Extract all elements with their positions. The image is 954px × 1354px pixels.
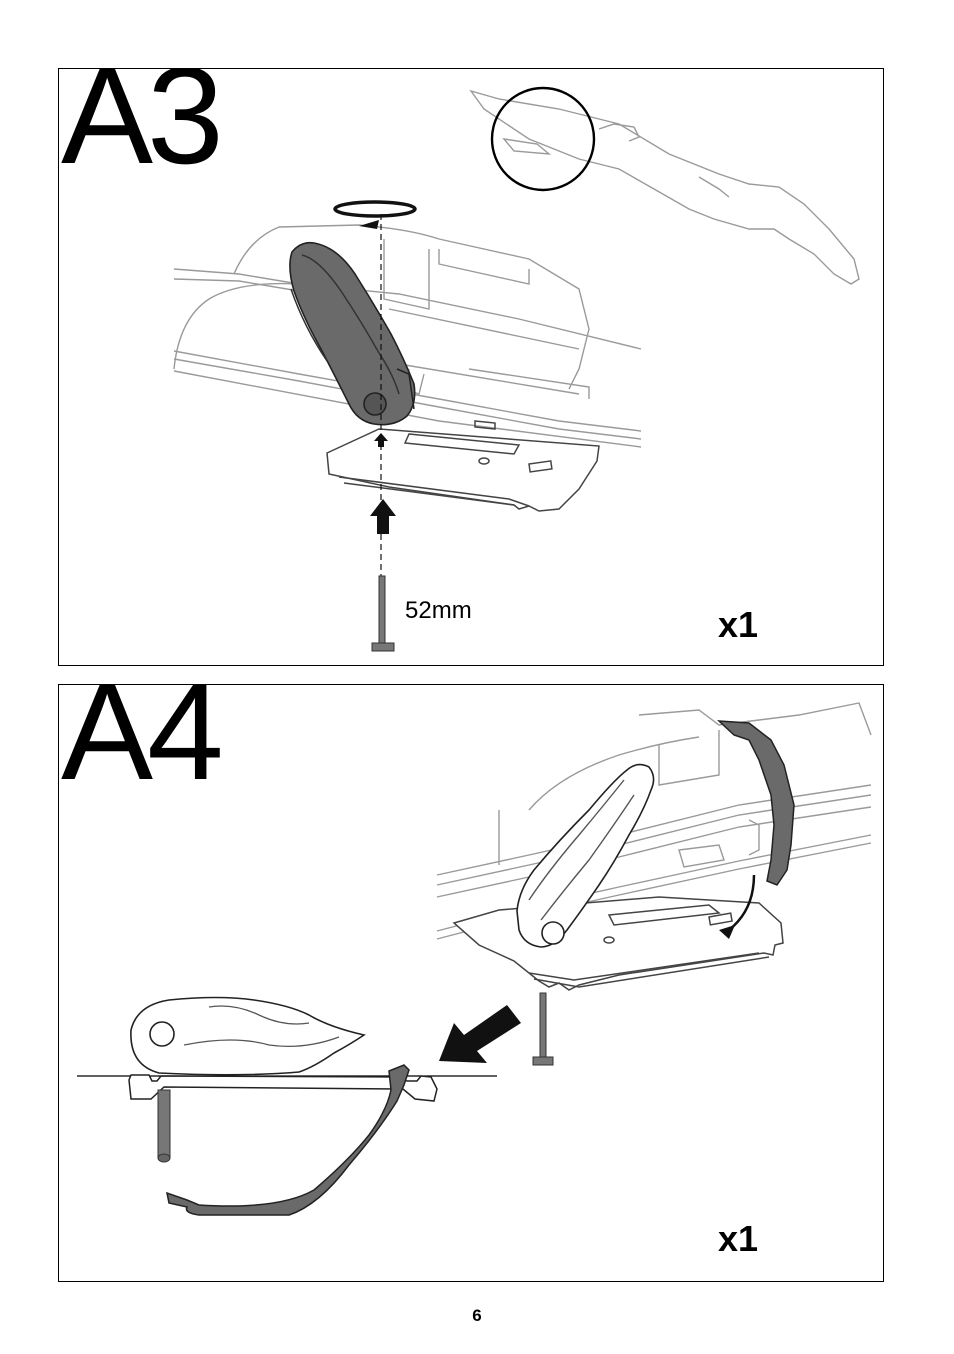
up-arrow-icon (370, 499, 396, 534)
t-bolt-icon (372, 576, 394, 651)
t-bolt-icon (158, 1090, 170, 1162)
t-bolt-icon (533, 993, 553, 1065)
base-plate (327, 421, 599, 511)
assembly-illustration-a3 (59, 69, 884, 666)
side-view-clamp (131, 998, 364, 1075)
step-panel-a3: A3 (58, 68, 884, 666)
quantity-label: x1 (718, 1221, 758, 1257)
bolt-length-label: 52mm (405, 597, 472, 625)
quantity-label: x1 (718, 607, 758, 643)
step-panel-a4: A4 (58, 684, 884, 1282)
page-number: 6 (0, 1306, 954, 1326)
clamp-handle (290, 243, 415, 425)
direction-arrow-icon (439, 1005, 521, 1063)
assembly-illustration-a4 (59, 685, 884, 1282)
base-plate (454, 897, 783, 990)
